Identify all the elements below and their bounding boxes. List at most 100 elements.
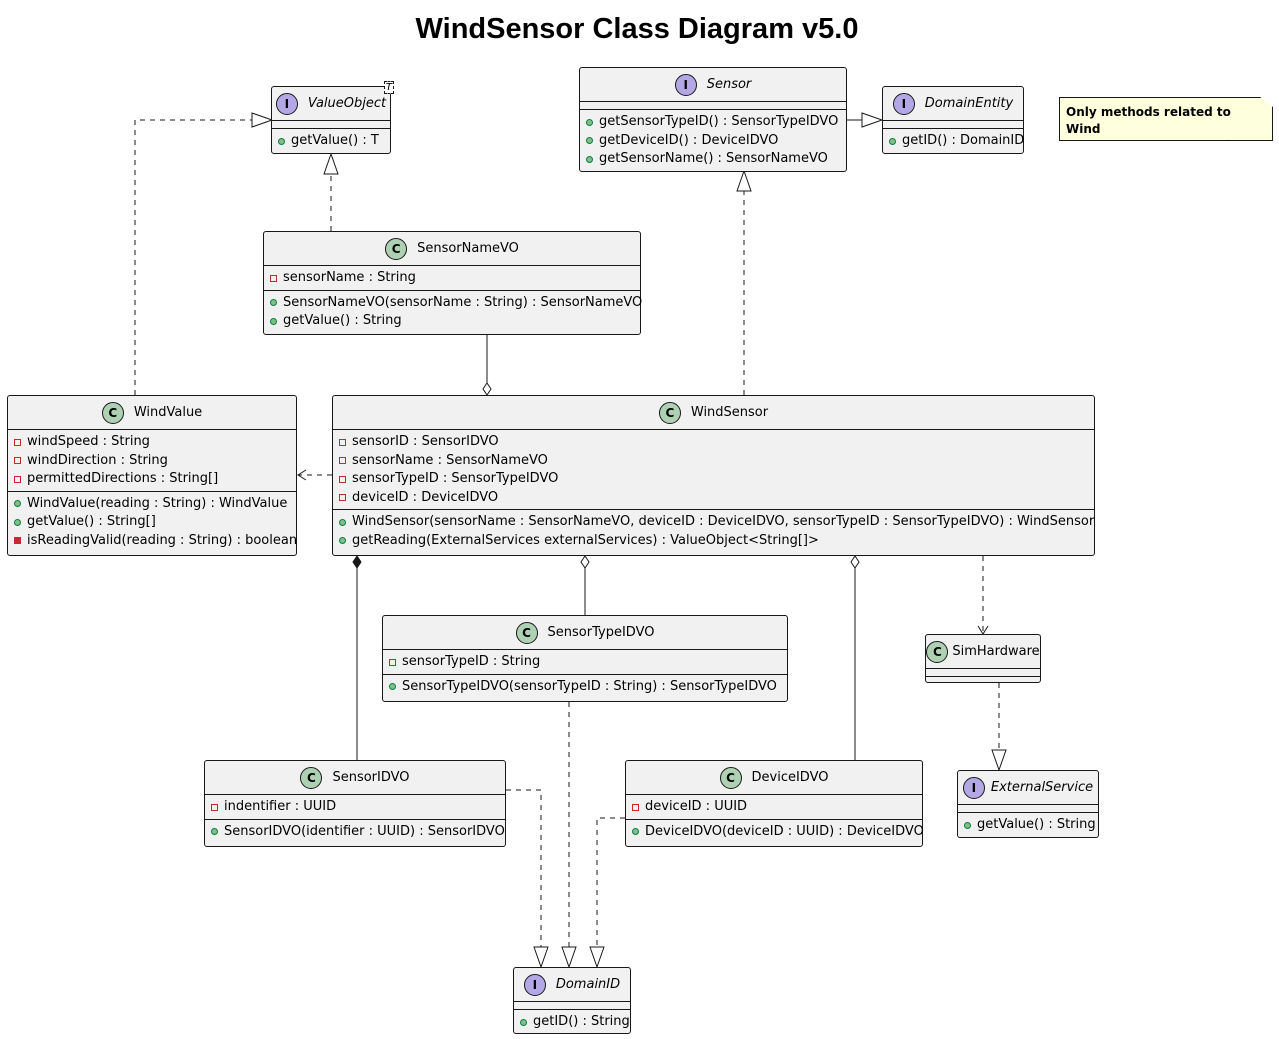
class-sensornamevo[interactable]: C SensorNameVO sensorName : String Senso…: [263, 231, 642, 335]
link-sensoridvo-domainid: [506, 789, 542, 947]
methods-section: WindSensor(sensorName : SensorNameVO, de…: [333, 510, 1094, 552]
private-icon: [14, 475, 21, 483]
class-name: SensorTypeIDVO: [547, 625, 655, 640]
class-badge-icon: C: [719, 766, 742, 789]
class-header: I ValueObject: [272, 87, 390, 121]
diamond-sensornamevo-windsensor: [482, 382, 492, 396]
field-row: sensorTypeID : String: [389, 653, 781, 672]
class-simhardware[interactable]: C SimHardware: [925, 634, 1041, 683]
class-sensoridvo[interactable]: C SensorIDVO indentifier : UUID SensorID…: [204, 760, 506, 847]
diamond-sensortypeidvo-windsensor: [580, 555, 590, 569]
field-row: permittedDirections : String[]: [14, 470, 290, 489]
class-name: SimHardware: [952, 644, 1040, 659]
class-windsensor[interactable]: C WindSensor sensorID : SensorIDVO senso…: [332, 395, 1095, 556]
class-header: C SensorIDVO: [205, 761, 505, 795]
arrowhead-deviceidvo-domainid: [589, 946, 605, 969]
class-header: I ExternalService: [958, 771, 1098, 805]
private-icon: [270, 274, 277, 282]
fields-section: windSpeed : String windDirection : Strin…: [8, 430, 296, 492]
field-row: sensorTypeID : SensorTypeIDVO: [339, 470, 1088, 489]
class-header: I DomainID: [514, 968, 630, 1002]
class-header: C SensorNameVO: [264, 232, 640, 266]
fields-section: [958, 805, 1098, 813]
class-header: C DeviceIDVO: [626, 761, 922, 795]
method-row: getSensorName() : SensorNameVO: [586, 150, 840, 169]
private-method-icon: [14, 537, 21, 545]
class-deviceidvo[interactable]: C DeviceIDVO deviceID : UUID DeviceIDVO(…: [625, 760, 924, 847]
arrowhead-simhardware-externalservice: [991, 749, 1007, 772]
method-row: getDeviceID() : DeviceIDVO: [586, 132, 840, 151]
class-valueobject[interactable]: T I ValueObject getValue() : T: [271, 81, 394, 154]
field-row: windDirection : String: [14, 452, 290, 471]
method-row: WindValue(reading : String) : WindValue: [14, 495, 290, 514]
fields-section: sensorTypeID : String: [383, 650, 787, 675]
interface-badge-icon: I: [962, 776, 985, 799]
public-icon: [389, 683, 396, 691]
class-externalservice[interactable]: I ExternalService getValue() : String: [957, 770, 1099, 838]
class-badge-icon: C: [300, 766, 323, 789]
link-deviceidvo-domainid: [596, 817, 625, 947]
class-name: WindSensor: [690, 405, 769, 420]
fields-section: [580, 102, 846, 110]
interface-badge-icon: I: [892, 92, 915, 115]
class-name: SensorIDVO: [332, 770, 410, 785]
generic-type-param: T: [383, 81, 394, 94]
public-icon: [586, 118, 593, 126]
private-icon: [339, 457, 346, 465]
field-row: indentifier : UUID: [211, 798, 499, 817]
private-icon: [339, 475, 346, 483]
arrowhead-windsensor-sensor: [736, 169, 752, 192]
class-domainid[interactable]: I DomainID getID() : String: [513, 967, 631, 1034]
public-icon: [278, 137, 285, 145]
method-row: isReadingValid(reading : String) : boole…: [14, 532, 297, 551]
fields-section: sensorName : String: [264, 266, 640, 291]
class-windvalue[interactable]: C WindValue windSpeed : String windDirec…: [7, 395, 297, 556]
method-row: getValue() : String[]: [14, 513, 290, 532]
field-row: sensorName : SensorNameVO: [339, 452, 1088, 471]
fields-section: indentifier : UUID: [205, 795, 505, 820]
arrowhead-sensoridvo-domainid: [533, 946, 549, 969]
public-icon: [339, 537, 346, 545]
private-icon: [389, 658, 396, 666]
methods-section: getID() : DomainID: [883, 129, 1024, 153]
arrowhead-sensortypeidvo-domainid: [561, 946, 577, 969]
arrowhead-sensor-domainentity: [861, 112, 884, 128]
diagram-title: WindSensor Class Diagram v5.0: [415, 13, 859, 45]
method-row: getValue() : String: [270, 312, 634, 331]
public-icon: [14, 500, 21, 508]
methods-section: [926, 677, 1040, 685]
arrowhead-sensornamevo-valueobject: [323, 152, 339, 175]
fields-section: sensorID : SensorIDVO sensorName : Senso…: [333, 430, 1094, 510]
methods-section: WindValue(reading : String) : WindValue …: [8, 492, 297, 553]
class-header: C SimHardware: [926, 635, 1040, 669]
field-row: windSpeed : String: [14, 433, 290, 452]
public-icon: [270, 299, 277, 307]
note-line-2: Sensor are represented: [1066, 139, 1231, 153]
public-icon: [270, 317, 277, 325]
public-icon: [889, 137, 896, 145]
arrowhead-windsensor-windvalue: [297, 469, 307, 481]
public-icon: [14, 518, 21, 526]
method-row: getID() : DomainID: [889, 132, 1024, 151]
method-row: SensorTypeIDVO(sensorTypeID : String) : …: [389, 678, 781, 697]
public-icon: [586, 155, 593, 163]
public-icon: [964, 821, 971, 829]
field-row: deviceID : DeviceIDVO: [339, 489, 1088, 508]
public-icon: [211, 828, 218, 836]
note-line-1: Only methods related to Wind: [1066, 105, 1231, 136]
method-row: SensorNameVO(sensorName : String) : Sens…: [270, 294, 642, 313]
method-row: getValue() : T: [278, 132, 384, 151]
arrowhead-windvalue-valueobject: [251, 112, 274, 128]
class-sensor[interactable]: I Sensor getSensorTypeID() : SensorTypeI…: [579, 67, 847, 172]
fields-section: [883, 121, 1023, 129]
methods-section: getSensorTypeID() : SensorTypeIDVO getDe…: [580, 110, 846, 171]
method-row: getValue() : String: [964, 816, 1096, 835]
class-header: C WindSensor: [333, 396, 1094, 430]
public-icon: [339, 518, 346, 526]
field-row: sensorID : SensorIDVO: [339, 433, 1088, 452]
class-domainentity[interactable]: I DomainEntity getID() : DomainID: [882, 86, 1024, 154]
fields-section: [926, 669, 1040, 677]
class-sensortypeidvo[interactable]: C SensorTypeIDVO sensorTypeID : String S…: [382, 615, 788, 702]
class-name: Sensor: [706, 77, 752, 92]
